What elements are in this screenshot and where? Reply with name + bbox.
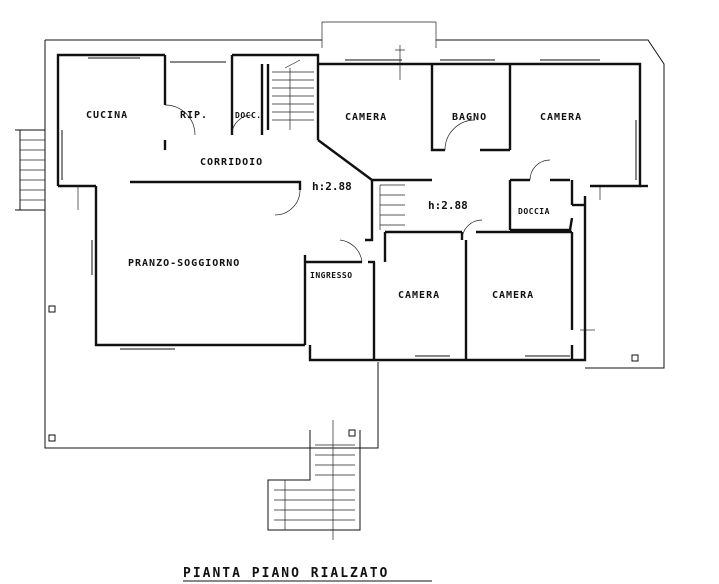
height-label-2: h:2.88 bbox=[428, 199, 468, 212]
room-label-camera-1: CAMERA bbox=[345, 112, 387, 123]
plan-title: PIANTA PIANO RIALZATO bbox=[183, 566, 389, 581]
room-label-camera-2: CAMERA bbox=[540, 112, 582, 123]
room-label-ingresso: INGRESSO bbox=[310, 271, 353, 280]
room-label-doc: DOCC. bbox=[235, 111, 262, 120]
room-label-bagno: BAGNO bbox=[452, 112, 487, 123]
room-label-cucina: CUCINA bbox=[86, 110, 128, 121]
room-label-doccia: DOCCIA bbox=[518, 207, 550, 216]
room-label-camera-4: CAMERA bbox=[492, 290, 534, 301]
room-label-camera-3: CAMERA bbox=[398, 290, 440, 301]
height-label-1: h:2.88 bbox=[312, 180, 352, 193]
left-external-stair bbox=[15, 129, 46, 211]
exterior-walls bbox=[56, 53, 648, 362]
front-entrance-stairs bbox=[267, 420, 361, 540]
internal-staircase bbox=[272, 59, 405, 230]
room-label-corridoio: CORRIDOIO bbox=[200, 157, 263, 168]
door-swings bbox=[77, 45, 601, 331]
room-label-rip: RIP. bbox=[180, 110, 208, 121]
terrace-outline bbox=[44, 21, 665, 449]
interior-walls bbox=[130, 55, 585, 360]
room-label-pranzo-soggiorno: PRANZO-SOGGIORNO bbox=[128, 258, 240, 269]
